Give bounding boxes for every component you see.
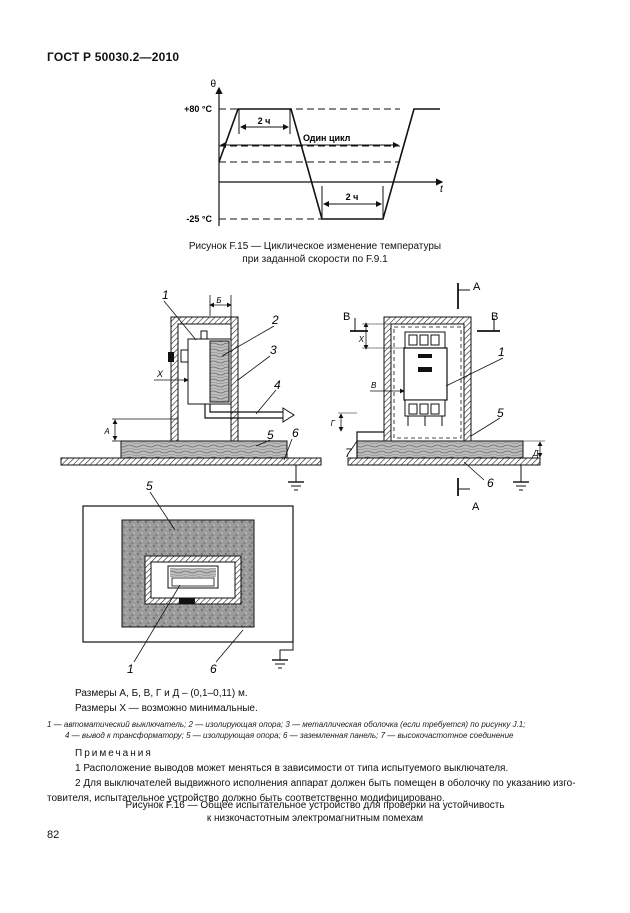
- right-dim-d: Д: [532, 449, 539, 458]
- left-dim-b: Б: [216, 296, 221, 305]
- figure-f16-caption: Рисунок F.16 — Общее испытательное устро…: [125, 800, 505, 824]
- plan-callout-6: 6: [210, 662, 217, 676]
- left-callout-2: 2: [271, 313, 279, 327]
- temperature-curve: [218, 108, 440, 220]
- plan-callout-1: 1: [127, 662, 134, 676]
- duration-top-label: 2 ч: [258, 116, 271, 126]
- right-dim-v: В: [371, 381, 377, 390]
- right-section-b-right: В: [491, 311, 498, 323]
- note-1: 1 Расположение выводов может меняться в …: [75, 763, 509, 774]
- cycle-label: Один цикл: [303, 133, 351, 143]
- plan-view: 5 1 6: [82, 479, 294, 676]
- right-callout-1: 1: [498, 345, 505, 359]
- temp-high-label: +80 °С: [184, 104, 212, 114]
- right-callout-6: 6: [487, 476, 494, 490]
- left-view: Б X А 1 2 3 4 5 6: [60, 288, 322, 491]
- y-axis-label: θ: [210, 79, 216, 90]
- left-callout-4: 4: [274, 378, 281, 392]
- plan-callout-5: 5: [146, 479, 153, 493]
- note-2: 2 Для выключателей выдвижного исполнения…: [75, 778, 576, 789]
- notes-title: Примечания: [75, 748, 153, 759]
- right-callout-5: 5: [497, 406, 504, 420]
- right-section-a-bottom: А: [472, 501, 480, 513]
- left-callout-5: 5: [267, 428, 274, 442]
- right-callout-7: 7: [345, 446, 353, 460]
- notes-block: Примечания 1 Расположение выводов может …: [47, 746, 592, 806]
- figure-legend: 1 — автоматический выключатель; 2 — изол…: [47, 720, 526, 740]
- grounded-panel: [60, 457, 322, 466]
- left-dim-x: X: [156, 369, 164, 379]
- right-view: А А В В: [331, 281, 545, 513]
- duration-bottom-label: 2 ч: [346, 192, 359, 202]
- temp-low-label: -25 °С: [186, 214, 212, 224]
- sizes-note: Размеры А, Б, В, Г и Д – (0,1–0,11) м. Р…: [75, 688, 258, 714]
- figure-f15-temperature-cycle: θ t +80 °С -25 °С 2 ч 2 ч Один цикл: [184, 79, 444, 226]
- right-section-a-top: А: [473, 281, 481, 293]
- left-callout-3: 3: [270, 343, 277, 357]
- right-dim-x: X: [358, 335, 365, 344]
- left-dim-a: А: [103, 427, 109, 436]
- x-axis-label: t: [440, 184, 444, 195]
- right-dim-g: Г: [331, 419, 336, 428]
- left-callout-6: 6: [292, 426, 299, 440]
- figure-f16-test-setup: Б X А 1 2 3 4 5 6 А А В В: [60, 281, 545, 676]
- left-callout-1: 1: [162, 288, 169, 302]
- document-header: ГОСТ Р 50030.2—2010: [47, 50, 180, 64]
- right-section-b-left: В: [343, 311, 350, 323]
- figure-f15-caption: Рисунок F.15 — Циклическое изменение тем…: [188, 241, 442, 265]
- note-2-continued: товителя, испытательное устройство должн…: [47, 793, 445, 804]
- page-number: 82: [47, 829, 60, 841]
